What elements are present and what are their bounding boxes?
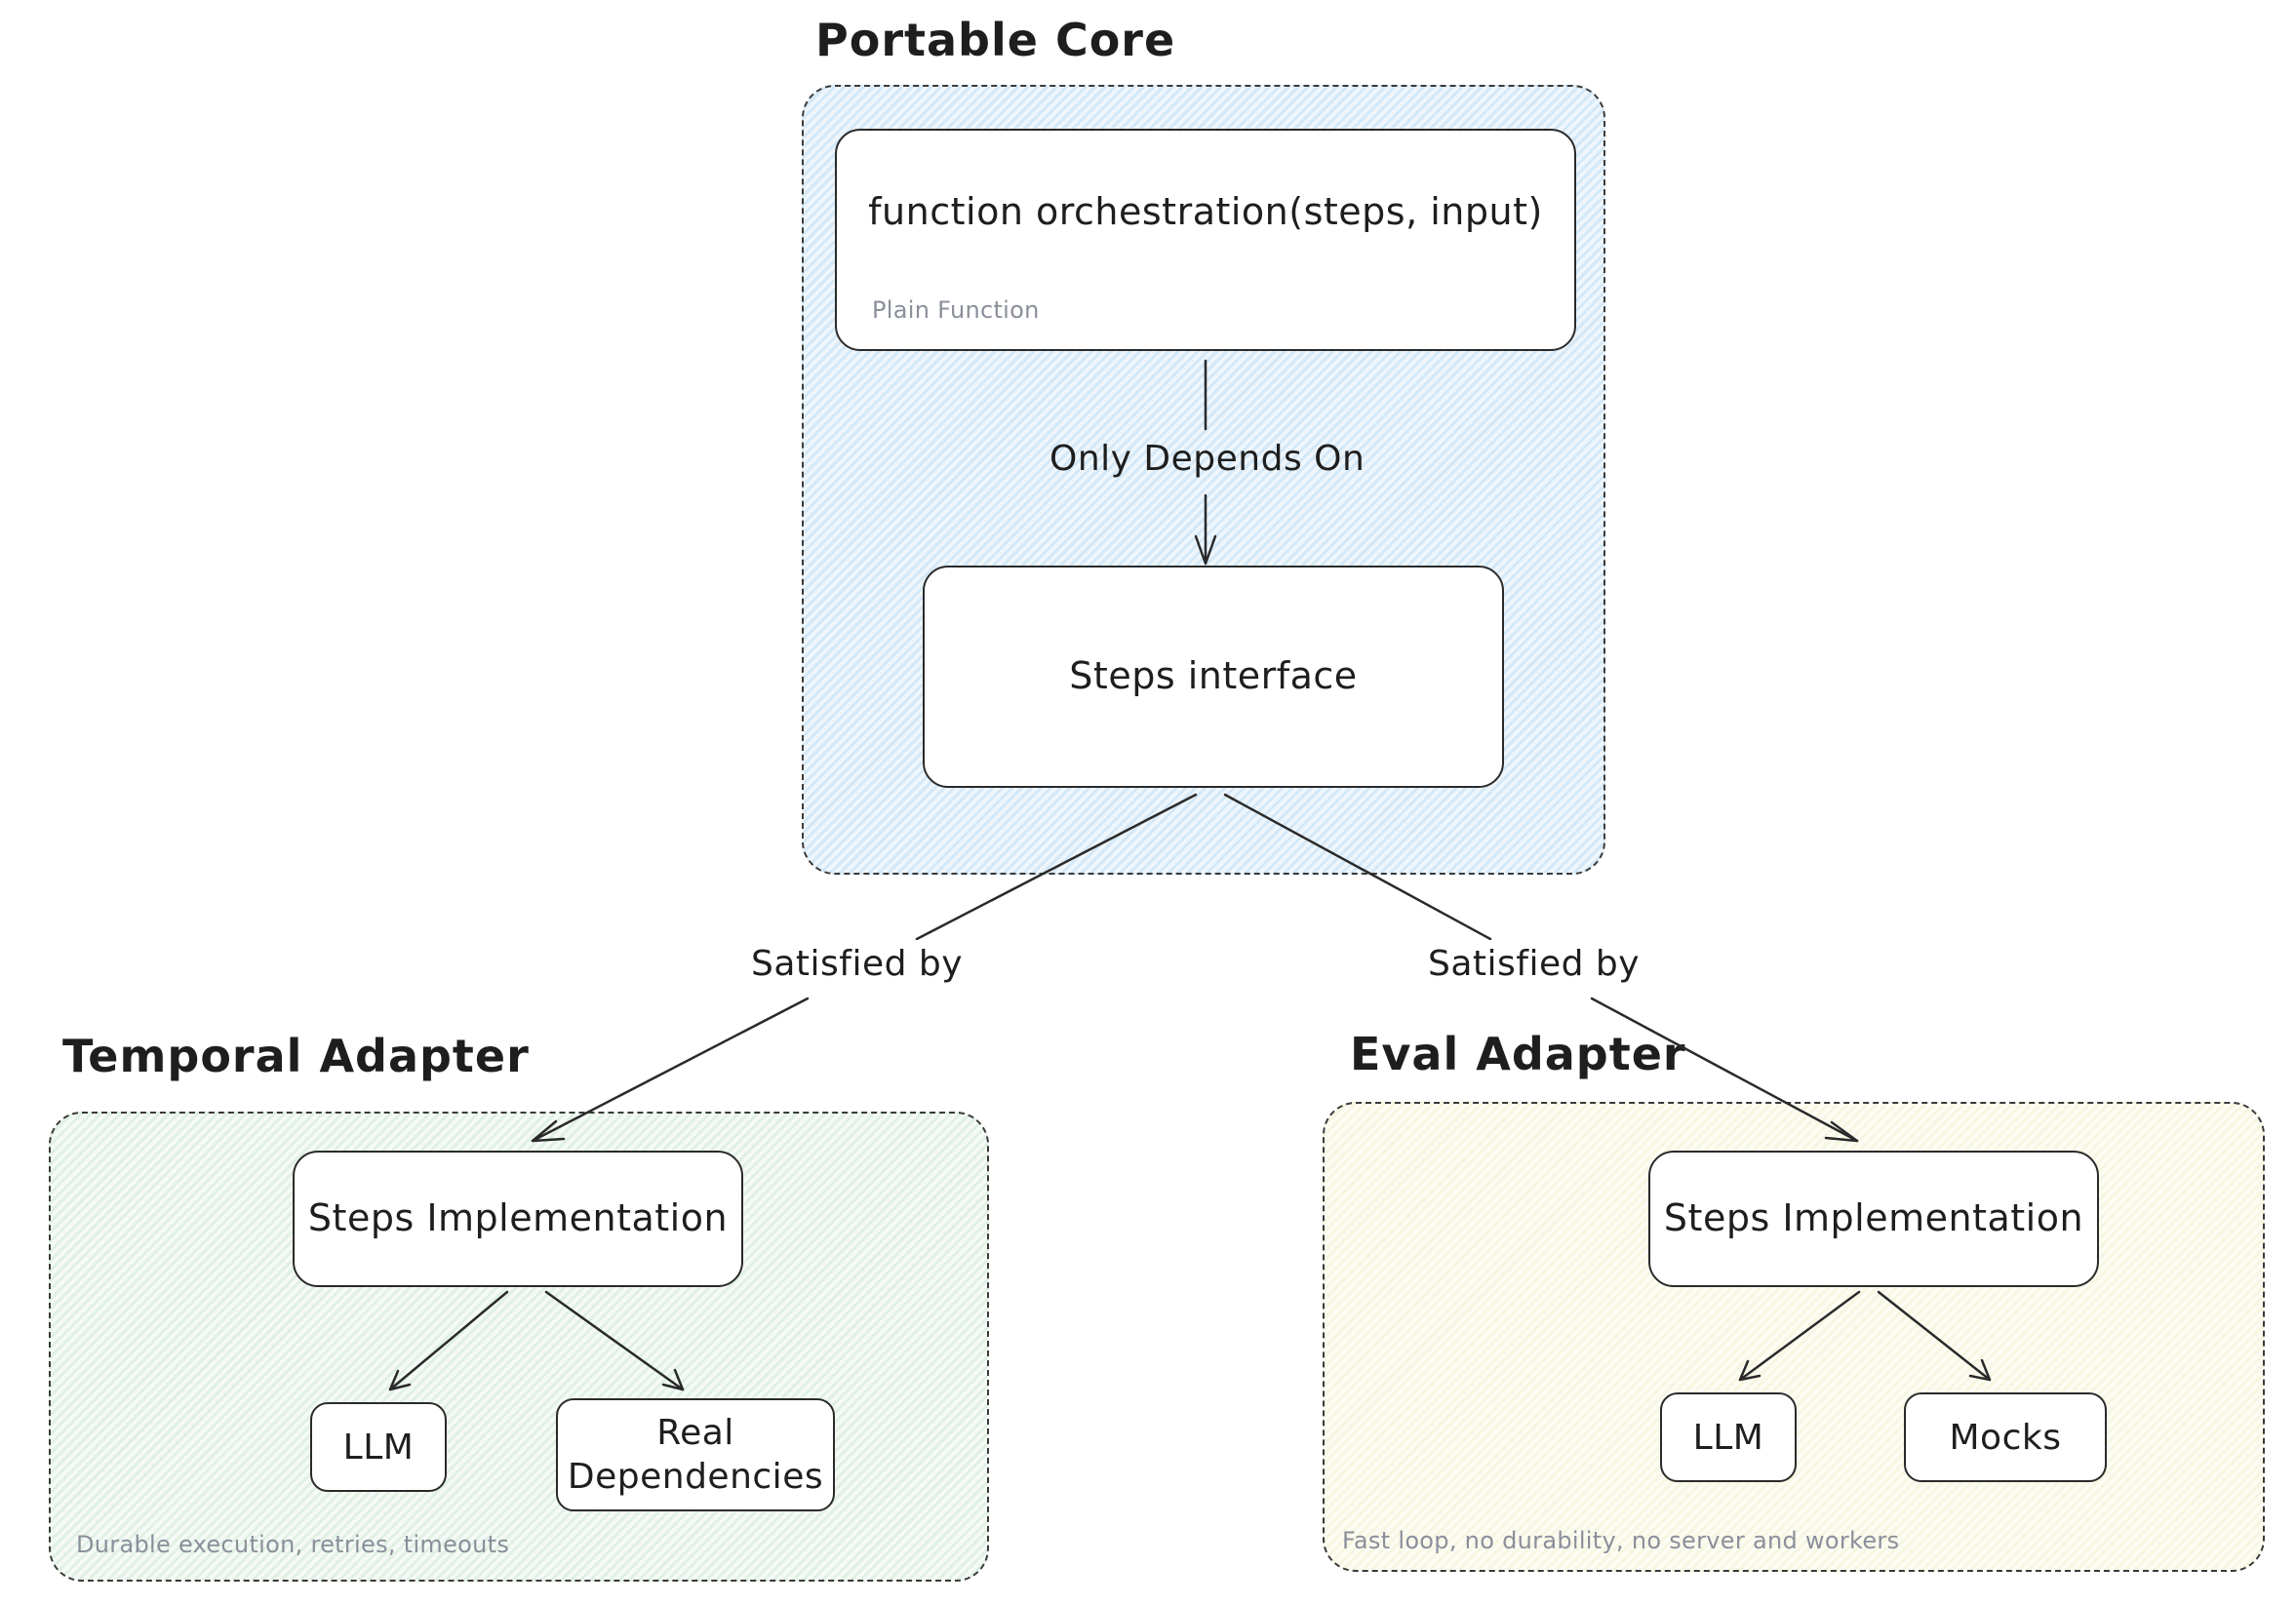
satisfied-by-left-label: Satisfied by (741, 940, 973, 988)
satisfied-by-left-arrow (531, 793, 1198, 1143)
plain-function-note: Plain Function (872, 296, 1040, 324)
eval-llm-label: LLM (1692, 1417, 1764, 1458)
temporal-llm-arrow (388, 1290, 509, 1391)
real-dependencies-label-line1: Real (656, 1413, 734, 1453)
temporal-llm-label: LLM (342, 1427, 415, 1468)
temporal-llm-box: LLM (310, 1402, 447, 1492)
eval-mocks-arrowhead (1968, 1358, 1992, 1382)
real-dependencies-box: Real Dependencies (556, 1398, 835, 1511)
eval-adapter-note: Fast loop, no durability, no server and … (1342, 1527, 1900, 1554)
mocks-box: Mocks (1904, 1392, 2107, 1482)
eval-steps-implementation-box: Steps Implementation (1648, 1151, 2099, 1287)
eval-steps-implementation-label: Steps Implementation (1663, 1196, 2084, 1240)
only-depends-on-label: Only Depends On (1049, 439, 1366, 479)
temporal-deps-arrow (544, 1290, 685, 1391)
orchestration-function-box: function orchestration(steps, input) (835, 129, 1576, 351)
eval-llm-box: LLM (1660, 1392, 1797, 1482)
orchestration-function-label: function orchestration(steps, input) (868, 190, 1543, 233)
temporal-adapter-title: Temporal Adapter (62, 1030, 530, 1082)
temporal-steps-implementation-box: Steps Implementation (293, 1151, 743, 1287)
satisfied-by-right-arrowhead (1824, 1120, 1859, 1143)
eval-llm-arrow (1738, 1290, 1861, 1382)
eval-adapter-title: Eval Adapter (1350, 1028, 1686, 1080)
temporal-steps-implementation-label: Steps Implementation (307, 1196, 729, 1240)
steps-interface-box: Steps interface (923, 566, 1504, 788)
satisfied-by-right-label: Satisfied by (1418, 940, 1650, 988)
depends-on-arrowhead (1194, 534, 1217, 566)
temporal-llm-arrowhead (388, 1369, 412, 1391)
temporal-deps-arrowhead (661, 1368, 685, 1391)
real-dependencies-label-line2: Dependencies (567, 1457, 824, 1497)
satisfied-by-left-arrowhead (531, 1119, 566, 1143)
satisfied-by-right-arrow (1223, 793, 1859, 1143)
eval-mocks-arrow (1877, 1290, 1992, 1382)
mocks-label: Mocks (1949, 1417, 2062, 1458)
temporal-adapter-note: Durable execution, retries, timeouts (76, 1531, 510, 1558)
portable-core-title: Portable Core (815, 14, 1176, 66)
eval-llm-arrowhead (1738, 1359, 1762, 1382)
steps-interface-label: Steps interface (1069, 654, 1358, 698)
